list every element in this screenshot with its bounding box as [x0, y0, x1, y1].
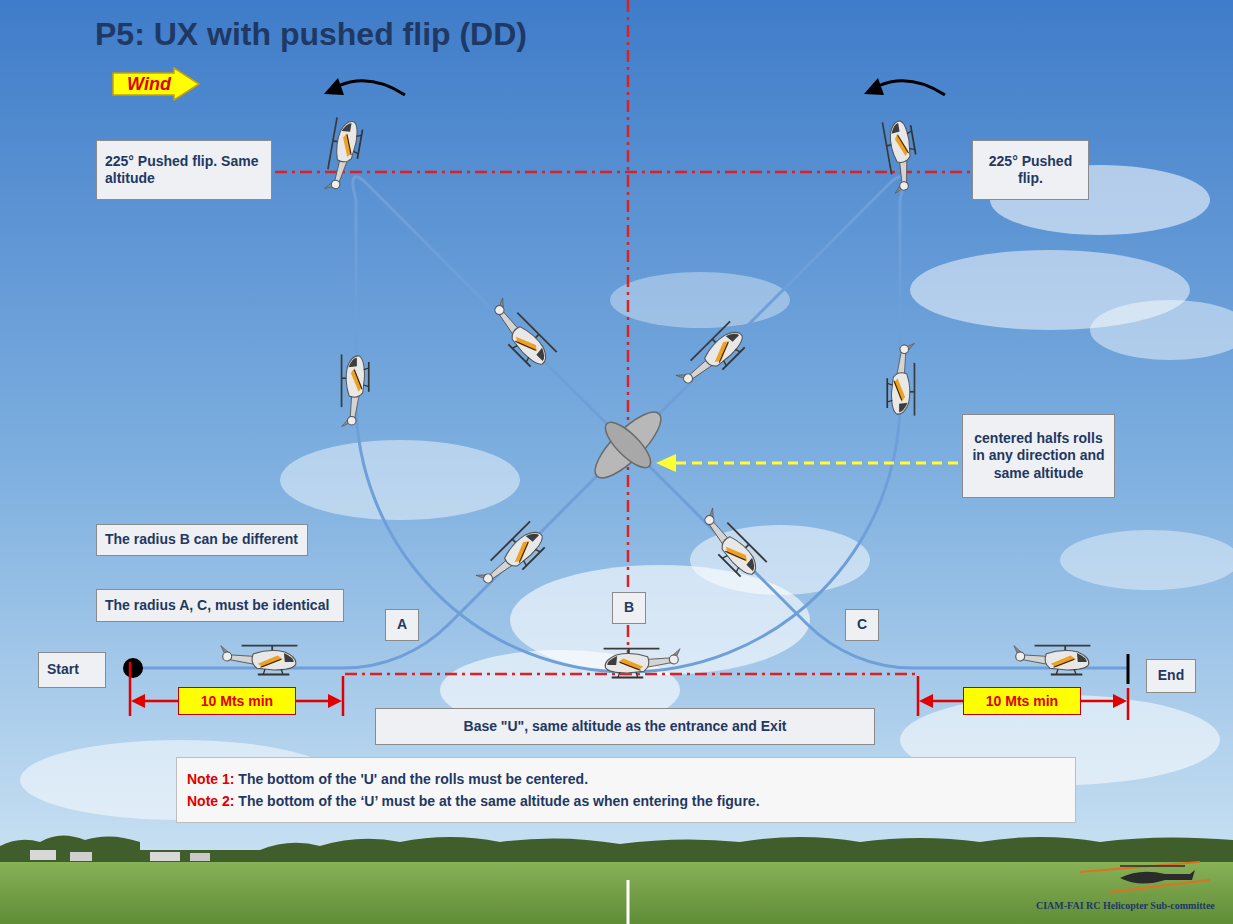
box-text: End [1155, 667, 1187, 685]
note-text: The bottom of the ‘U’ must be at the sam… [238, 793, 759, 809]
dimension-box: 10 Mts min [178, 687, 296, 715]
leader-arrow [656, 454, 958, 472]
callout-box: 225° Pushed flip. [972, 140, 1089, 200]
start-dot [123, 658, 143, 678]
logo [1080, 862, 1210, 892]
box-text: 225° Pushed flip. Same altitude [105, 153, 263, 188]
rotation-arrows [324, 78, 945, 95]
box-text: Wind [120, 74, 178, 95]
box-text: The radius A, C, must be identical [105, 597, 335, 615]
box-text: 10 Mts min [201, 693, 273, 709]
box-text: Start [47, 661, 97, 679]
box-text: centered halfs rolls in any direction an… [971, 430, 1106, 483]
helicopters [221, 117, 1091, 677]
sky [0, 0, 1233, 860]
note-box: The radius A, C, must be identical [96, 589, 344, 622]
dimension-box: 10 Mts min [963, 687, 1081, 715]
radius-label: C [845, 609, 879, 641]
box-text: Base "U", same altitude as the entrance … [384, 718, 866, 736]
note-box: The radius B can be different [96, 524, 308, 556]
note-tag: Note 1: [187, 771, 234, 787]
radius-label: A [385, 609, 419, 641]
note-text: The bottom of the 'U' and the rolls must… [238, 771, 588, 787]
roll-symbol [586, 403, 669, 486]
base-note-box: Base "U", same altitude as the entrance … [375, 708, 875, 745]
box-text: B [621, 599, 637, 617]
box-text: The radius B can be different [105, 531, 299, 549]
note-line: Note 2: The bottom of the ‘U’ must be at… [187, 790, 1065, 812]
box-text: 10 Mts min [986, 693, 1058, 709]
clouds [20, 165, 1233, 820]
start-box: Start [38, 652, 106, 688]
notes-box: Note 1: The bottom of the 'U' and the ro… [176, 757, 1076, 823]
callout-box: centered halfs rolls in any direction an… [962, 414, 1115, 498]
box-text: 225° Pushed flip. [981, 153, 1080, 188]
reference-lines [275, 0, 970, 674]
note-line: Note 1: The bottom of the 'U' and the ro… [187, 768, 1065, 790]
callout-box: 225° Pushed flip. Same altitude [96, 140, 272, 200]
box-text: C [854, 616, 870, 634]
watermark: CIAM-FAI RC Helicopter Sub-committee [1036, 900, 1215, 911]
box-text: A [394, 616, 410, 634]
radius-label: B [612, 592, 646, 624]
wind-arrow: Wind [112, 67, 200, 101]
note-tag: Note 2: [187, 793, 234, 809]
figure-title: P5: UX with pushed flip (DD) [95, 16, 527, 53]
end-mark [1127, 654, 1130, 684]
ground [0, 835, 1233, 924]
end-box: End [1146, 659, 1196, 693]
arrow-outline [113, 68, 199, 100]
